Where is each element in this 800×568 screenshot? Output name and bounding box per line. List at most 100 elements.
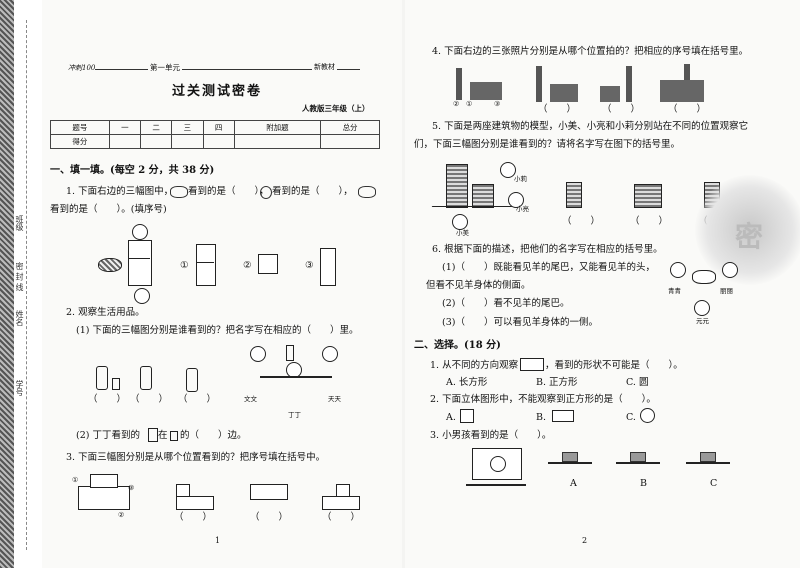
sphere-icon: [640, 408, 655, 423]
name-xiaomei: 小美: [456, 229, 469, 237]
score-input[interactable]: [171, 134, 204, 149]
seal-stamp: 密: [695, 175, 800, 285]
score-cell: 总分: [320, 120, 380, 135]
q4-text: 4. 下面右边的三张照片分别是从哪个位置拍的？把相应的序号填在括号里。: [432, 46, 749, 57]
q4-mark-1: ①: [466, 100, 473, 108]
answer-paren[interactable]: （ ）: [602, 104, 641, 115]
tall-building-model: [446, 164, 468, 208]
answer-paren[interactable]: （ ）: [668, 104, 707, 115]
score-input[interactable]: [108, 134, 142, 149]
c1-option-b[interactable]: B. 正方形: [536, 377, 578, 388]
answer-paren[interactable]: （ ）: [562, 216, 601, 227]
teddy-icon: [134, 288, 150, 304]
q1-text-b: 看到的是（ ），: [188, 186, 269, 197]
score-cell: 附加题: [233, 120, 322, 135]
fridge-drawing: [128, 240, 152, 286]
dish-drawing: [700, 452, 716, 462]
c3-option-b[interactable]: B: [640, 478, 647, 489]
score-input[interactable]: [320, 134, 380, 149]
view-rect: [322, 496, 360, 510]
teddy-icon: [260, 186, 272, 199]
c1-option-a[interactable]: A. 长方形: [446, 377, 488, 388]
cube-icon: [460, 409, 474, 423]
answer-paren[interactable]: （ ）: [130, 394, 169, 405]
score-cell: 二: [140, 120, 173, 135]
tower-icon: [626, 66, 632, 102]
section2-title: 二、选择。(18 分): [414, 340, 501, 351]
building-photo: [600, 86, 620, 102]
thermos-drawing: [140, 366, 152, 390]
q3-mark-2: ②: [118, 511, 125, 519]
view-rect: [250, 484, 288, 500]
c1-option-c[interactable]: C. 圆: [626, 377, 649, 388]
name-yuanyuan: 元元: [696, 317, 709, 325]
table-option-b: [616, 462, 660, 464]
table-drawing: [260, 376, 332, 378]
boy-icon: [490, 456, 506, 472]
tower-icon: [536, 66, 542, 102]
score-cell: 题号: [50, 120, 110, 135]
child-qingqing-icon: [670, 262, 686, 278]
tower-icon: [456, 68, 462, 100]
c2-option-a[interactable]: A.: [446, 412, 456, 423]
option-2: ②: [243, 260, 252, 271]
score-cell: 一: [108, 120, 142, 135]
answer-paren[interactable]: （ ）: [174, 512, 213, 523]
c2-text: 2. 下面立体图形中，不能观察到正方形的是（ ）。: [430, 394, 656, 405]
seal-line: [26, 20, 27, 550]
score-header-row: 题号 一 二 三 四 附加题 总分: [50, 120, 380, 135]
thermos-drawing: [286, 345, 294, 361]
cup-drawing: [112, 378, 120, 390]
answer-paren[interactable]: （ ）: [178, 394, 217, 405]
q2-sub1: (1) 下面的三幅图分别是谁看到的？把名字写在相应的（ ）里。: [76, 325, 359, 336]
name-lili: 丽丽: [720, 287, 733, 295]
c3-option-a[interactable]: A: [570, 478, 577, 489]
page-title: 过关测试密卷: [172, 84, 263, 99]
child-xiaoliang-icon: [508, 192, 524, 208]
answer-paren[interactable]: （ ）: [322, 512, 361, 523]
binding-strip: 班级 密 封 线 姓名 学号: [0, 0, 42, 568]
q6-text: 6. 根据下面的描述，把他们的名字写在相应的括号里。: [432, 244, 663, 255]
q5-text-2: 们，下面三幅图分别是谁看到的？请将名字写在图下的括号里。: [414, 139, 681, 150]
q3-mark-3: ③: [128, 484, 135, 492]
q2-sub2b: 在: [158, 430, 168, 441]
unit-label: 第一单元: [148, 63, 182, 72]
fridge-divider: [196, 262, 214, 263]
cup-icon: [170, 431, 178, 441]
q6-line-1b: 但看不见羊身体的侧面。: [426, 280, 531, 291]
binding-id-label: 学号: [15, 380, 24, 396]
building-photo: [660, 80, 704, 102]
table-drawing: [466, 484, 526, 486]
answer-paren[interactable]: （ ）: [88, 394, 127, 405]
step-block-drawing: [78, 486, 130, 510]
c3-option-c[interactable]: C: [710, 478, 718, 489]
q2-title: 2. 观察生活用品。: [66, 307, 145, 318]
table-option-c: [686, 462, 730, 464]
thermos-drawing: [96, 366, 108, 390]
score-input[interactable]: [202, 134, 235, 149]
q6-line-3: (3)（ ）可以看见羊身体的一侧。: [442, 317, 598, 328]
seal-stamp-text: 密: [735, 220, 764, 253]
option-1: ①: [180, 260, 189, 271]
answer-paren[interactable]: （ ）: [630, 216, 669, 227]
answer-paren[interactable]: （ ）: [538, 104, 577, 115]
child-xiaoli-icon: [500, 162, 516, 178]
logo-text: 冲刺100: [68, 64, 96, 72]
child-lili-icon: [722, 262, 738, 278]
c1-text-a: 1. 从不同的方向观察: [430, 360, 519, 371]
child-yuanyuan-icon: [694, 300, 710, 316]
turtle-icon: [98, 258, 122, 272]
q6-line-1: (1)（ ）既能看见羊的尾巴，又能看见羊的头，: [442, 262, 655, 273]
answer-paren[interactable]: （ ）: [250, 512, 289, 523]
q3-mark-1: ①: [72, 476, 79, 484]
q1-text-d: 看到的是（ ）。(填序号): [50, 204, 167, 215]
view-rect: [176, 496, 214, 510]
score-input[interactable]: [233, 134, 322, 149]
c2-option-b[interactable]: B.: [536, 412, 547, 423]
score-input[interactable]: [140, 134, 173, 149]
c2-option-c[interactable]: C.: [626, 412, 636, 423]
score-cell: 三: [171, 120, 204, 135]
fridge-divider: [128, 258, 150, 259]
cuboid-icon: [520, 358, 544, 371]
sheep-icon: [692, 270, 716, 284]
